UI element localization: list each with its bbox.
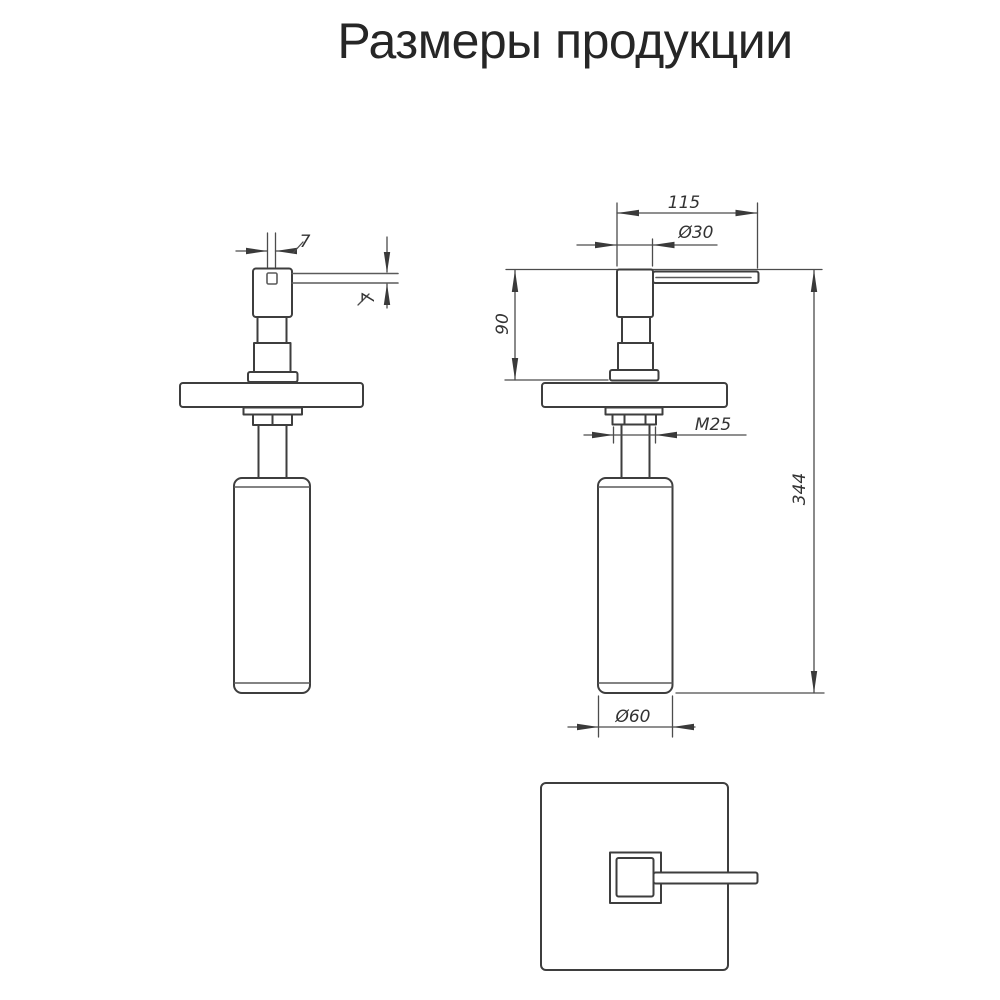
front-view: 115 Ø30 90 (493, 193, 825, 738)
page-title: Размеры продукции (337, 13, 793, 69)
dim-label-height-above-plate: 90 (493, 313, 513, 335)
dim-nozzle-width: 7 (235, 232, 311, 268)
dim-pump-head-diameter: Ø30 (576, 223, 718, 267)
dim-label-nozzle-width: 7 (300, 232, 311, 252)
dim-total-height: 344 (675, 269, 825, 694)
dim-label-thread-size: M25 (695, 415, 731, 435)
deck-plate (179, 382, 364, 408)
mounting-nut-shoulder (604, 406, 664, 416)
dim-label-spout-length: 115 (668, 193, 700, 213)
mounting-nut-shoulder (242, 406, 303, 416)
bottle (233, 477, 311, 694)
spout (652, 270, 760, 284)
deck-plate (541, 382, 728, 408)
dim-spout-thickness: 7 (357, 236, 391, 309)
pump-head (616, 268, 654, 318)
mounting-nut-body (611, 413, 657, 426)
spout (652, 871, 759, 885)
base-flange (247, 371, 299, 383)
pump-shaft (621, 316, 651, 344)
pump-head-square (615, 857, 655, 898)
dim-thread-size: M25 (583, 415, 747, 444)
dim-label-spout-thickness: 7 (359, 292, 379, 303)
dim-label-bottle-diameter: Ø60 (614, 707, 650, 727)
dim-height-above-plate: 90 (493, 269, 609, 381)
dim-bottle-diameter: Ø60 (567, 695, 696, 738)
dim-label-pump-head-diameter: Ø30 (677, 223, 713, 243)
pump-head (252, 267, 293, 318)
pump-collar (253, 342, 292, 373)
pump-shaft (256, 316, 288, 344)
nozzle-outlet (266, 272, 278, 285)
top-view (540, 782, 759, 971)
pump-collar (617, 342, 654, 371)
dim-label-total-height: 344 (790, 473, 810, 505)
dim-spout-length: 115 (616, 193, 759, 269)
side-view: 7 7 (179, 232, 399, 694)
bottle (597, 477, 674, 694)
base-flange (609, 369, 660, 382)
